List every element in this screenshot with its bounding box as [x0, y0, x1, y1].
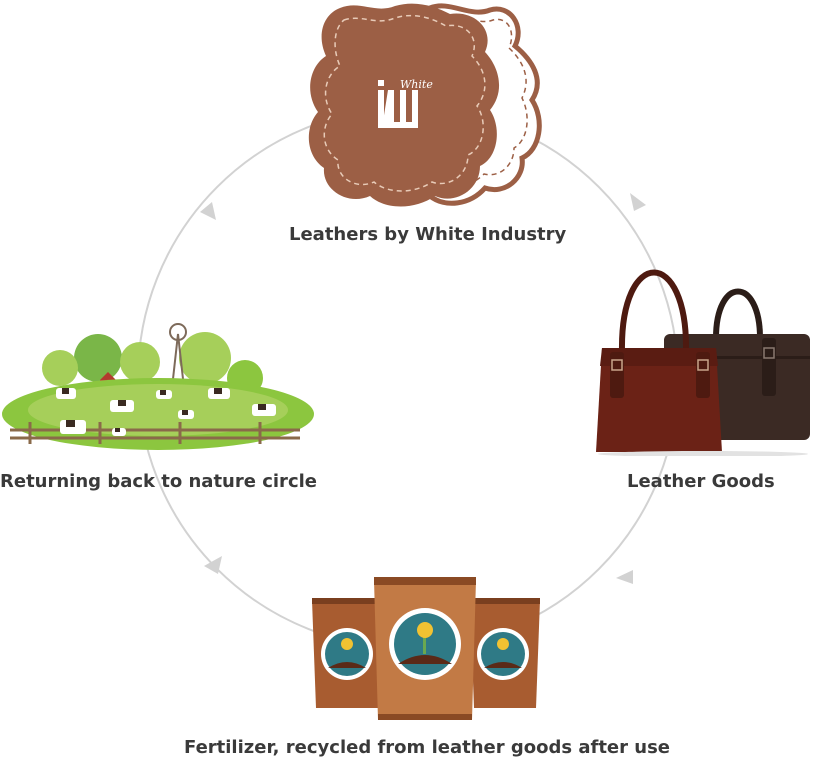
stage-leathers: White — [300, 0, 550, 215]
leather-hide-icon: White — [308, 3, 542, 207]
logo-text: White — [400, 78, 433, 91]
white-logo: White — [378, 78, 433, 128]
stage-label-leathers: Leathers by White Industry — [289, 224, 567, 245]
arrow-left-top — [200, 202, 216, 220]
arrow-right-top — [630, 193, 646, 211]
arrow-left-bottom — [204, 556, 222, 574]
arrow-right-bottom — [616, 570, 633, 584]
stage-label-nature: Returning back to nature circle — [0, 471, 317, 492]
stage-nature — [0, 318, 315, 458]
leather-bags-icon — [596, 269, 810, 457]
stage-label-fertilizer: Fertilizer, recycled from leather goods … — [184, 737, 671, 758]
stage-goods — [588, 256, 813, 457]
stage-label-goods: Leather Goods — [627, 471, 775, 492]
fertilizer-bags-icon — [312, 577, 540, 720]
stage-fertilizer — [306, 572, 546, 727]
cycle-arrows — [200, 193, 646, 584]
farm-pasture-icon — [2, 323, 314, 450]
